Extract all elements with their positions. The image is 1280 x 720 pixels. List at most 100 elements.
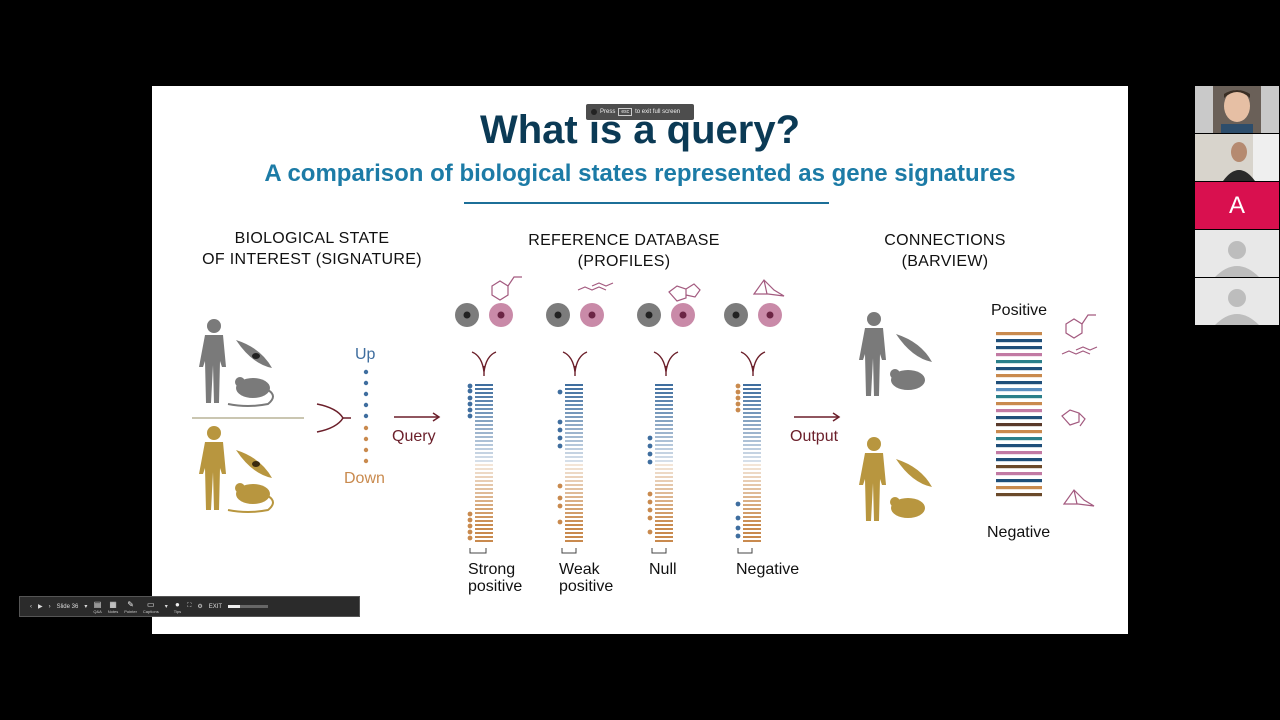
captions-label: Captions (142, 608, 159, 614)
tips-button[interactable]: ●Tips (174, 600, 181, 614)
profile-stripe (743, 520, 761, 522)
participant-tile-initial[interactable]: A (1195, 182, 1279, 229)
profile-stripe (743, 468, 761, 470)
volume-slider[interactable] (228, 605, 269, 608)
profile-stripe (565, 404, 583, 406)
profile-stripe (655, 464, 673, 466)
profile-stripe (565, 408, 583, 410)
profile-stripe (565, 400, 583, 402)
profile-dot-down (735, 401, 741, 407)
profile-dot-up (557, 389, 563, 395)
profile-label-line1: Null (649, 561, 677, 578)
next-slide-button[interactable]: › (48, 603, 51, 610)
barview-stripe (996, 332, 1042, 336)
barview-compounds-icon (1061, 314, 1098, 507)
header-db-line2: (PROFILES) (577, 253, 671, 270)
profile-stripe (743, 388, 761, 390)
participant-tile-2[interactable] (1195, 134, 1279, 181)
profile-stripe (743, 408, 761, 410)
profile-stripe (743, 528, 761, 530)
profile-stripe (475, 508, 493, 510)
profile-dot-up (647, 451, 653, 457)
notice-suffix: to exit full screen (635, 109, 681, 115)
qa-button[interactable]: ▤Q&A (93, 600, 101, 614)
barview-stripe (996, 493, 1042, 497)
profile-dot-up (557, 419, 563, 425)
profile-stripe (655, 528, 673, 530)
profile-stripe (743, 492, 761, 494)
profile-stripe (475, 432, 493, 434)
notes-button[interactable]: ▦Notes (108, 600, 118, 614)
profile-stripe (655, 428, 673, 430)
fullscreen-icon[interactable]: ⛶ (187, 603, 192, 609)
participant-tile-anon-1[interactable] (1195, 230, 1279, 277)
prev-slide-button[interactable]: ‹ (30, 603, 32, 610)
profile-stripe (565, 540, 583, 542)
participant-tile-1[interactable] (1195, 86, 1279, 133)
profile-stripe (565, 452, 583, 454)
settings-gear-icon[interactable]: ⚙ (197, 604, 203, 610)
profile-stripe (743, 488, 761, 490)
qa-label: Q&A (93, 608, 102, 614)
slide: What is a query? A comparison of biologi… (152, 86, 1128, 634)
profile-stripe (475, 492, 493, 494)
barview-stripe (996, 423, 1042, 427)
exit-button[interactable]: EXIT (208, 603, 223, 610)
slide-selector[interactable]: Slide 36 (56, 603, 79, 610)
profile-stripe (565, 436, 583, 438)
profile-dot-down (735, 389, 741, 395)
profile-stripe (475, 396, 493, 398)
captions-dropdown-icon[interactable]: ▾ (164, 604, 168, 610)
profile-stripe (475, 528, 493, 530)
profile-stripe (743, 444, 761, 446)
barview-stripe (996, 402, 1042, 406)
profile-stripe (475, 392, 493, 394)
profile-dot-up (647, 443, 653, 449)
profile-stripe (475, 480, 493, 482)
anonymous-user-icon (1215, 289, 1259, 325)
profile-label-null: Null (649, 561, 677, 578)
profile-dot-down (647, 499, 653, 505)
profile-stripe (475, 408, 493, 410)
profile-stripe (565, 468, 583, 470)
profile-stripe (565, 520, 583, 522)
header-biological-state: BIOLOGICAL STATE OF INTEREST (SIGNATURE) (172, 228, 452, 270)
profile-dot-down (647, 529, 653, 535)
mouse-gold-icon (227, 483, 274, 513)
profile-dot-down (467, 529, 473, 535)
profile-stripe (743, 452, 761, 454)
profile-stripe (475, 460, 493, 462)
profile-dot-up (467, 395, 473, 401)
profile-stripe (565, 392, 583, 394)
profile-stripe (743, 432, 761, 434)
barview-stripe (996, 367, 1042, 371)
slide-dropdown-icon[interactable]: ▾ (84, 604, 88, 610)
profile-stripe (475, 436, 493, 438)
profile-stripe (743, 508, 761, 510)
captions-button[interactable]: ▭Captions (143, 600, 159, 614)
profile-stripe (475, 524, 493, 526)
profile-stripe (655, 416, 673, 418)
barview-stripe (996, 374, 1042, 378)
profile-stripe (743, 464, 761, 466)
participant-tile-anon-2[interactable] (1195, 278, 1279, 325)
human-figure-gray-right-icon (859, 312, 932, 396)
profile-dot-up (467, 413, 473, 419)
profile-stripe (475, 512, 493, 514)
pointer-button[interactable]: ✎Pointer (124, 600, 137, 614)
barview-stripe (996, 437, 1042, 441)
participant-avatar-1 (1195, 86, 1279, 133)
profile-stripe (743, 436, 761, 438)
profile-stripe (743, 472, 761, 474)
profile-stripe (743, 448, 761, 450)
profile-stripe (565, 416, 583, 418)
profile-stripe (475, 456, 493, 458)
profile-dot-up (557, 435, 563, 441)
play-button[interactable]: ▶ (38, 604, 43, 610)
positive-label: Positive (991, 302, 1048, 319)
profile-dot-up (557, 443, 563, 449)
profile-dot-up (467, 383, 473, 389)
profile-label-strong: Strong positive (468, 561, 522, 595)
notes-icon: ▦ (109, 599, 117, 609)
barview-stripe (996, 353, 1042, 357)
